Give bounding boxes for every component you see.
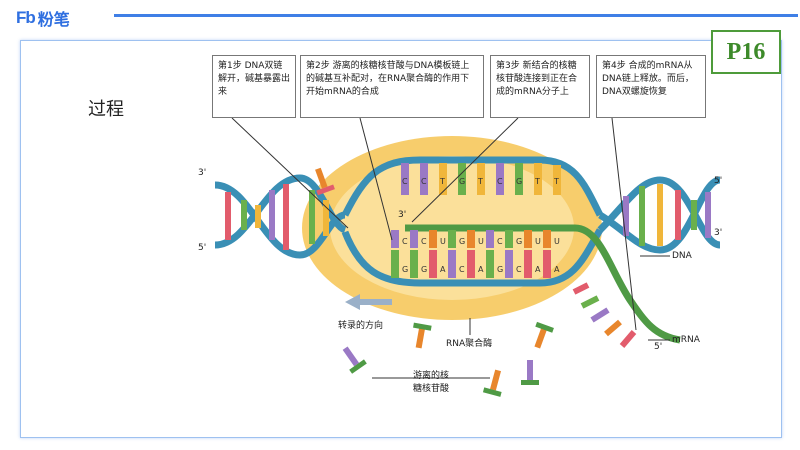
mrna-base-letter: U [554,237,560,246]
right-helix-base-pairs [623,184,711,246]
right-helix-strand-b [597,176,721,249]
mrna-3prime-end-label: 3' [398,210,407,220]
page-number-badge: P16 [711,30,781,74]
step3-callout: 第3步 新结合的核糖核苷酸连接到正在合成的mRNA分子上 [490,55,590,118]
step1-leader [231,117,349,229]
direction-arrow-icon [345,294,392,310]
rna-polymerase-label: RNA聚合酶 [446,339,493,349]
top-strand-base-letter: T [439,177,445,186]
mrna-base-letter: C [402,237,408,246]
top-strand-base-letter: T [477,177,483,186]
left-helix-base-pairs [225,184,329,250]
template-base-letter: A [554,265,560,274]
mrna-5prime-end-label: 5' [654,342,663,352]
bottom-template-strand [341,228,604,287]
mrna-base-letter: C [421,237,427,246]
top-coding-strand [341,156,604,217]
mrna-base-letter: U [478,237,484,246]
top-strand-base-letter: T [534,177,540,186]
template-base-letter: G [402,265,408,274]
mrna-base-letter: G [516,237,522,246]
top-strand-base-letter: G [516,177,522,186]
left-5prime-end-label: 5' [198,243,207,253]
top-strand-base-letter: C [421,177,427,186]
top-strand-base-letter: C [497,177,503,186]
free-nucleotides-label-line1: 游离的核 [413,371,450,381]
step2-callout: 第2步 游离的核糖核苷酸与DNA模板链上的碱基互补配对，在RNA聚合酶的作用下开… [300,55,484,118]
left-helix-strand-a [214,181,346,259]
free-nucleotides-label-line2: 糖核苷酸 [413,384,450,394]
mrna-base-letter: U [440,237,446,246]
mrna-base-letter: U [535,237,541,246]
template-base-letter: G [421,265,427,274]
right-5prime-end-label: 5' [714,176,723,186]
top-strand-base-letter: C [402,177,408,186]
brand-logo: Fb 粉笔 [16,8,70,29]
step4-callout: 第4步 合成的mRNA从DNA链上释放。而后，DNA双螺旋恢复 [596,55,706,118]
template-base-letter: A [440,265,446,274]
transcription-direction-label: 转录的方向 [338,321,384,331]
top-strand-base-letter: G [459,177,465,186]
section-title: 过程 [88,99,124,120]
mrna-strand [405,224,681,344]
step1-callout: 第1步 DNA双链解开，碱基暴露出来 [212,55,296,118]
brand-name: 粉笔 [37,10,70,29]
mrna-base-letter: G [459,237,465,246]
free-nucleotides [315,167,554,397]
step3-leader [411,117,519,223]
top-strand-bases [401,163,561,195]
template-base-letter: A [535,265,541,274]
top-strand-base-letter: T [553,177,559,186]
left-3prime-end-label: 3' [198,168,207,178]
template-base-letter: C [516,265,522,274]
mrna-label: mRNA [672,335,700,345]
header-rule [114,14,798,17]
released-mrna-bases [572,282,637,348]
step4-leader [611,117,637,331]
left-helix-strand-b [214,174,347,249]
right-3prime-end-label: 3' [714,228,723,238]
brand-mark: Fb [16,8,36,27]
step2-leader [359,117,393,241]
dna-label: DNA [672,251,692,261]
mrna-base-letter: C [497,237,503,246]
mrna-bases [391,230,551,248]
template-base-letter: A [478,265,484,274]
template-base-letter: C [459,265,465,274]
template-base-letter: G [497,265,503,274]
template-bases [391,250,551,278]
